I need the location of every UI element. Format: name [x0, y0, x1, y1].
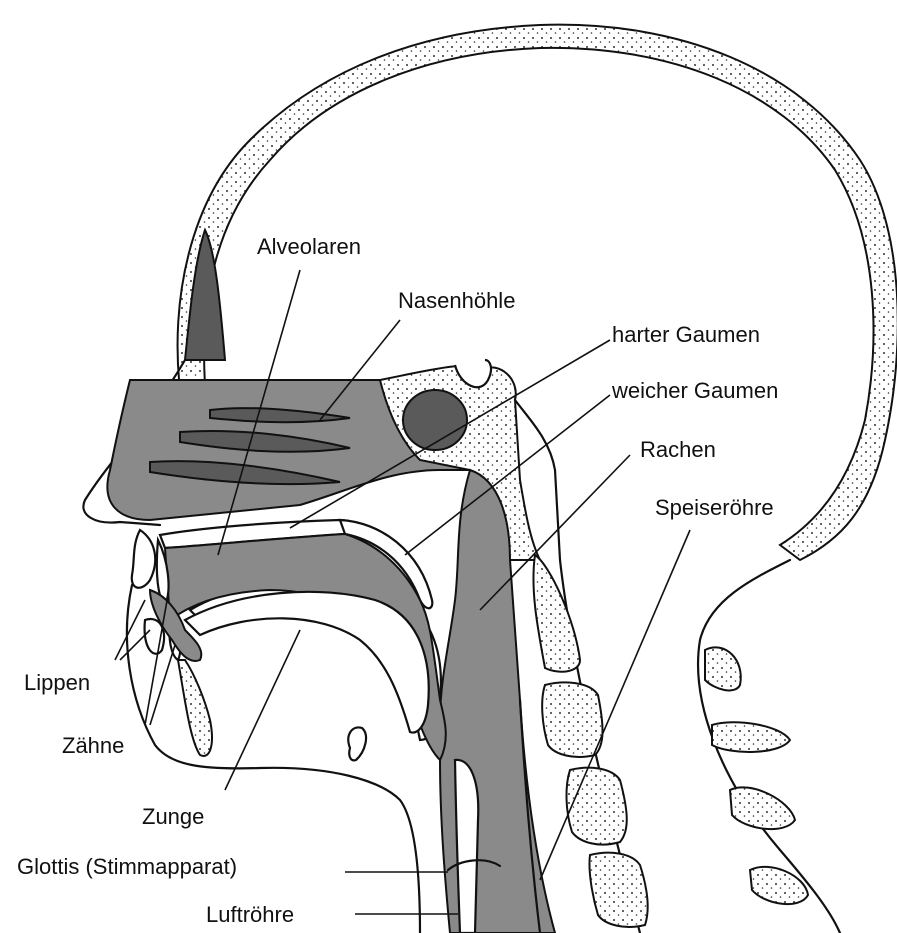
label-zunge: Zunge — [142, 804, 204, 829]
larynx — [455, 760, 478, 933]
leader-zaehne-2 — [150, 645, 175, 725]
tongue-body — [185, 592, 429, 733]
label-harter-gaumen: harter Gaumen — [612, 322, 760, 347]
label-weicher-gaumen: weicher Gaumen — [611, 378, 778, 403]
label-rachen: Rachen — [640, 437, 716, 462]
label-glottis: Glottis (Stimmapparat) — [17, 854, 237, 879]
label-alveolaren: Alveolaren — [257, 234, 361, 259]
leader-zunge — [225, 630, 300, 790]
sphenoid-sinus — [403, 390, 467, 450]
cervical-vertebrae-front — [533, 555, 647, 927]
label-zaehne: Zähne — [62, 733, 124, 758]
label-speiseroehre: Speiseröhre — [655, 495, 774, 520]
hyoid-bone — [348, 727, 366, 760]
mandible — [178, 660, 212, 756]
leader-lippen-2 — [120, 630, 150, 660]
upper-lip — [132, 530, 155, 588]
label-luftroehre: Luftröhre — [206, 902, 294, 927]
label-nasenhoehle: Nasenhöhle — [398, 288, 515, 313]
label-lippen: Lippen — [24, 670, 90, 695]
